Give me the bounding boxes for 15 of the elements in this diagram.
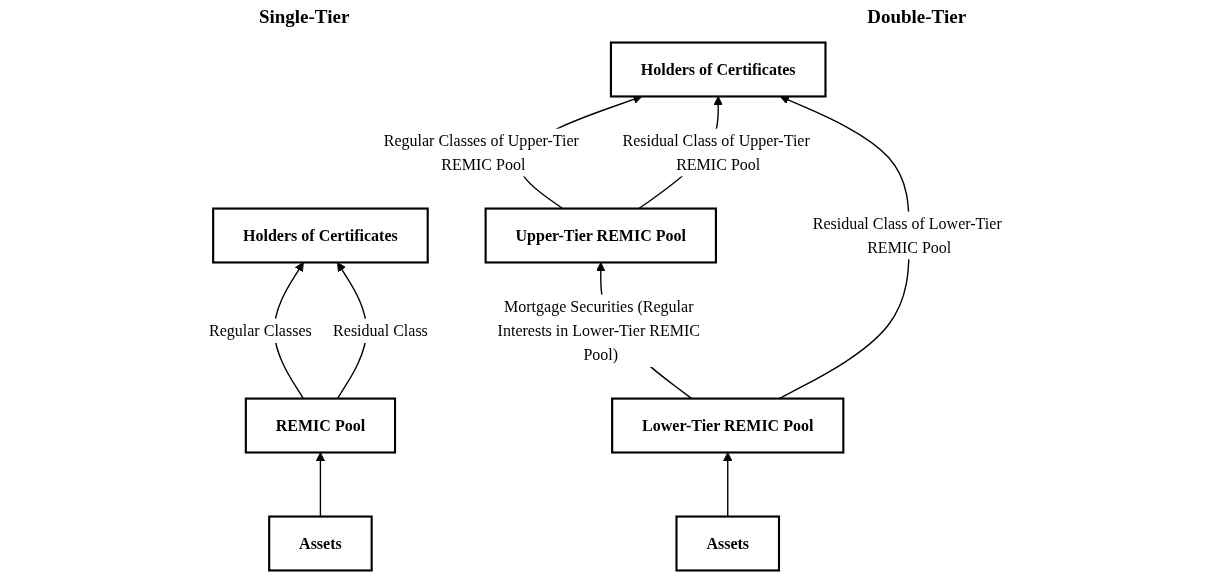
node-box: Assets bbox=[268, 515, 373, 572]
edge-label: Mortgage Securities (Regular Interests in Lower-Tier REMIC Pool) bbox=[497, 297, 700, 363]
edge-label: Residual Class of Lower-Tier REMIC Pool bbox=[812, 214, 1002, 256]
node-box: Upper-Tier REMIC Pool bbox=[484, 207, 717, 264]
panel-heading: Double-Tier bbox=[867, 6, 967, 28]
node-box: Holders of Certificates bbox=[212, 207, 429, 264]
edge-label: Residual Class bbox=[333, 321, 428, 339]
node-box: Assets bbox=[675, 515, 781, 572]
edge-label: Regular Classes of Upper-Tier REMIC Pool bbox=[383, 131, 579, 173]
node-box: Holders of Certificates bbox=[609, 41, 827, 98]
edge-label: Regular Classes bbox=[209, 321, 312, 339]
node-box: REMIC Pool bbox=[244, 397, 397, 454]
node-box: Lower-Tier REMIC Pool bbox=[611, 397, 845, 454]
panel-heading: Single-Tier bbox=[258, 6, 350, 28]
edge-label: Residual Class of Upper-Tier REMIC Pool bbox=[622, 131, 810, 173]
